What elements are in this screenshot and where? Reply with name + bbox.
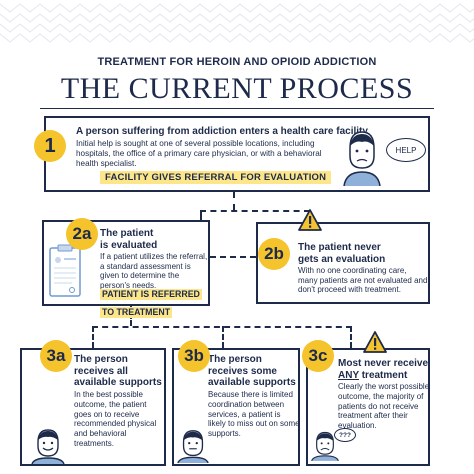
page-title: THE CURRENT PROCESS bbox=[60, 72, 414, 105]
step-3a-badge: 3a bbox=[40, 340, 72, 372]
step-3c-heading: Most never receive ANY treatment bbox=[338, 358, 432, 381]
neutral-person-icon bbox=[177, 430, 209, 464]
help-speech-bubble: HELP bbox=[386, 138, 426, 162]
connector-2a-2b bbox=[210, 256, 256, 258]
step-3b-number: 3b bbox=[184, 346, 204, 365]
happy-person-icon bbox=[31, 429, 65, 464]
question-speech-bubble: ??? bbox=[334, 428, 356, 442]
title-divider bbox=[40, 108, 434, 109]
step-2b-heading-line2: gets an evaluation bbox=[298, 253, 386, 265]
help-bubble-text: HELP bbox=[395, 145, 417, 155]
step-1-box: A person suffering from addiction enters… bbox=[44, 116, 430, 192]
step-2a-number: 2a bbox=[72, 224, 92, 243]
connector-3c bbox=[350, 326, 352, 348]
connector-3b bbox=[222, 326, 224, 348]
question-bubble-text: ??? bbox=[339, 431, 351, 439]
step-3c-body: Clearly the worst possible outcome, the … bbox=[338, 382, 430, 431]
step-2a-highlight-line1: PATIENT IS REFERRED bbox=[100, 289, 202, 300]
confused-person-icon bbox=[311, 431, 339, 462]
clipboard-icon bbox=[49, 244, 81, 297]
step-1-body: Initial help is sought at one of several… bbox=[76, 139, 322, 168]
connector-2a-left bbox=[200, 210, 202, 220]
step-1-number: 1 bbox=[44, 134, 56, 157]
connector-1-down bbox=[233, 192, 235, 210]
step-2b-body: With no one coordinating care, many pati… bbox=[298, 266, 428, 295]
step-3a-heading-line2: receives all bbox=[74, 365, 128, 377]
step-3c-heading-emphasis: ANY bbox=[338, 369, 359, 381]
step-3a-heading: The person receives all available suppor… bbox=[74, 354, 166, 389]
step-2b-number: 2b bbox=[264, 244, 284, 263]
step-3c-heading-post: treatment bbox=[358, 369, 408, 381]
step-3c-heading-line1: Most never receive bbox=[338, 358, 429, 369]
step-3c-number: 3c bbox=[308, 346, 328, 365]
step-3b-heading-line1: The person bbox=[208, 354, 262, 365]
connector-branch-2 bbox=[200, 210, 310, 212]
step-3b-heading-line2: receives some bbox=[208, 365, 277, 377]
step-2b-badge: 2b bbox=[258, 238, 290, 270]
step-2a-heading-line2: is evaluated bbox=[100, 239, 158, 251]
connector-3a bbox=[92, 326, 94, 348]
step-2a-body: If a patient utilizes the referral, a st… bbox=[100, 252, 208, 290]
step-3a-heading-line1: The person bbox=[74, 354, 128, 365]
subtitle: TREATMENT FOR HEROIN AND OPIOID ADDICTIO… bbox=[97, 56, 377, 68]
step-2a-highlight-line2: TO TREATMENT bbox=[100, 307, 173, 318]
step-3b-heading: The person receives some available suppo… bbox=[208, 354, 300, 389]
step-3b-heading-line3: available supports bbox=[208, 377, 296, 388]
step-1-highlight: FACILITY GIVES REFERRAL FOR EVALUATION bbox=[100, 171, 332, 184]
step-2b-heading-line1: The patient never bbox=[298, 242, 381, 253]
step-3c-badge: 3c bbox=[302, 340, 334, 372]
step-2b-heading: The patient never gets an evaluation bbox=[298, 242, 428, 265]
warning-icon bbox=[298, 209, 322, 231]
step-1-badge: 1 bbox=[34, 130, 66, 162]
step-2a-highlight: PATIENT IS REFERRED TO TREATMENT bbox=[100, 284, 210, 320]
warning-icon bbox=[363, 331, 387, 353]
step-3b-badge: 3b bbox=[178, 340, 210, 372]
step-3a-box: The person receives all available suppor… bbox=[20, 348, 166, 466]
person-icon bbox=[343, 131, 381, 186]
step-3b-body: Because there is limited coordination be… bbox=[208, 390, 300, 439]
step-3a-heading-line3: available supports bbox=[74, 377, 162, 388]
step-2a-heading: The patient is evaluated bbox=[100, 228, 208, 251]
step-3a-number: 3a bbox=[46, 346, 66, 365]
step-2a-heading-line1: The patient bbox=[100, 228, 154, 239]
step-3a-body: In the best possible outcome, the patien… bbox=[74, 390, 157, 448]
header-pattern bbox=[0, 3, 474, 43]
step-1-heading: A person suffering from addiction enters… bbox=[76, 126, 368, 137]
step-2a-badge: 2a bbox=[66, 218, 98, 250]
step-3c-heading-line2: ANY treatment bbox=[338, 370, 432, 382]
